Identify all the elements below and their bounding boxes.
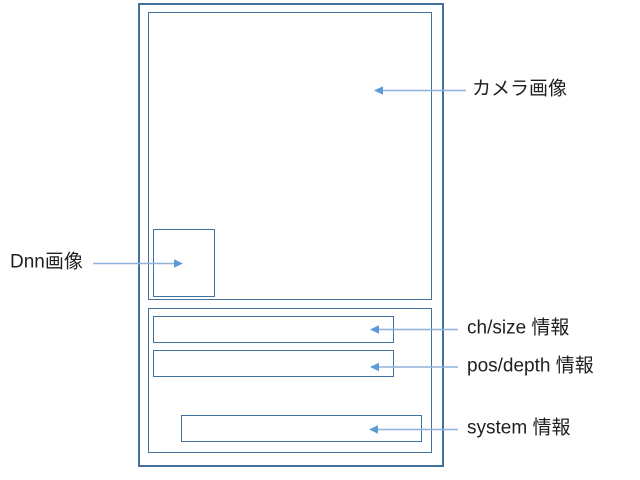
camera-image-region xyxy=(148,12,432,300)
ch-size-info-label: ch/size 情報 xyxy=(467,317,570,339)
info-panel-region xyxy=(148,308,432,453)
camera-image-label: カメラ画像 xyxy=(472,78,568,100)
dnn-image-region xyxy=(153,229,215,297)
app-window-frame xyxy=(138,3,444,467)
system-info-label: system 情報 xyxy=(467,417,571,439)
system-info-region xyxy=(181,415,422,442)
dnn-image-label: Dnn画像 xyxy=(10,251,83,273)
pos-depth-info-label: pos/depth 情報 xyxy=(467,355,594,377)
ch-size-info-region xyxy=(153,316,394,343)
pos-depth-info-region xyxy=(153,350,394,377)
